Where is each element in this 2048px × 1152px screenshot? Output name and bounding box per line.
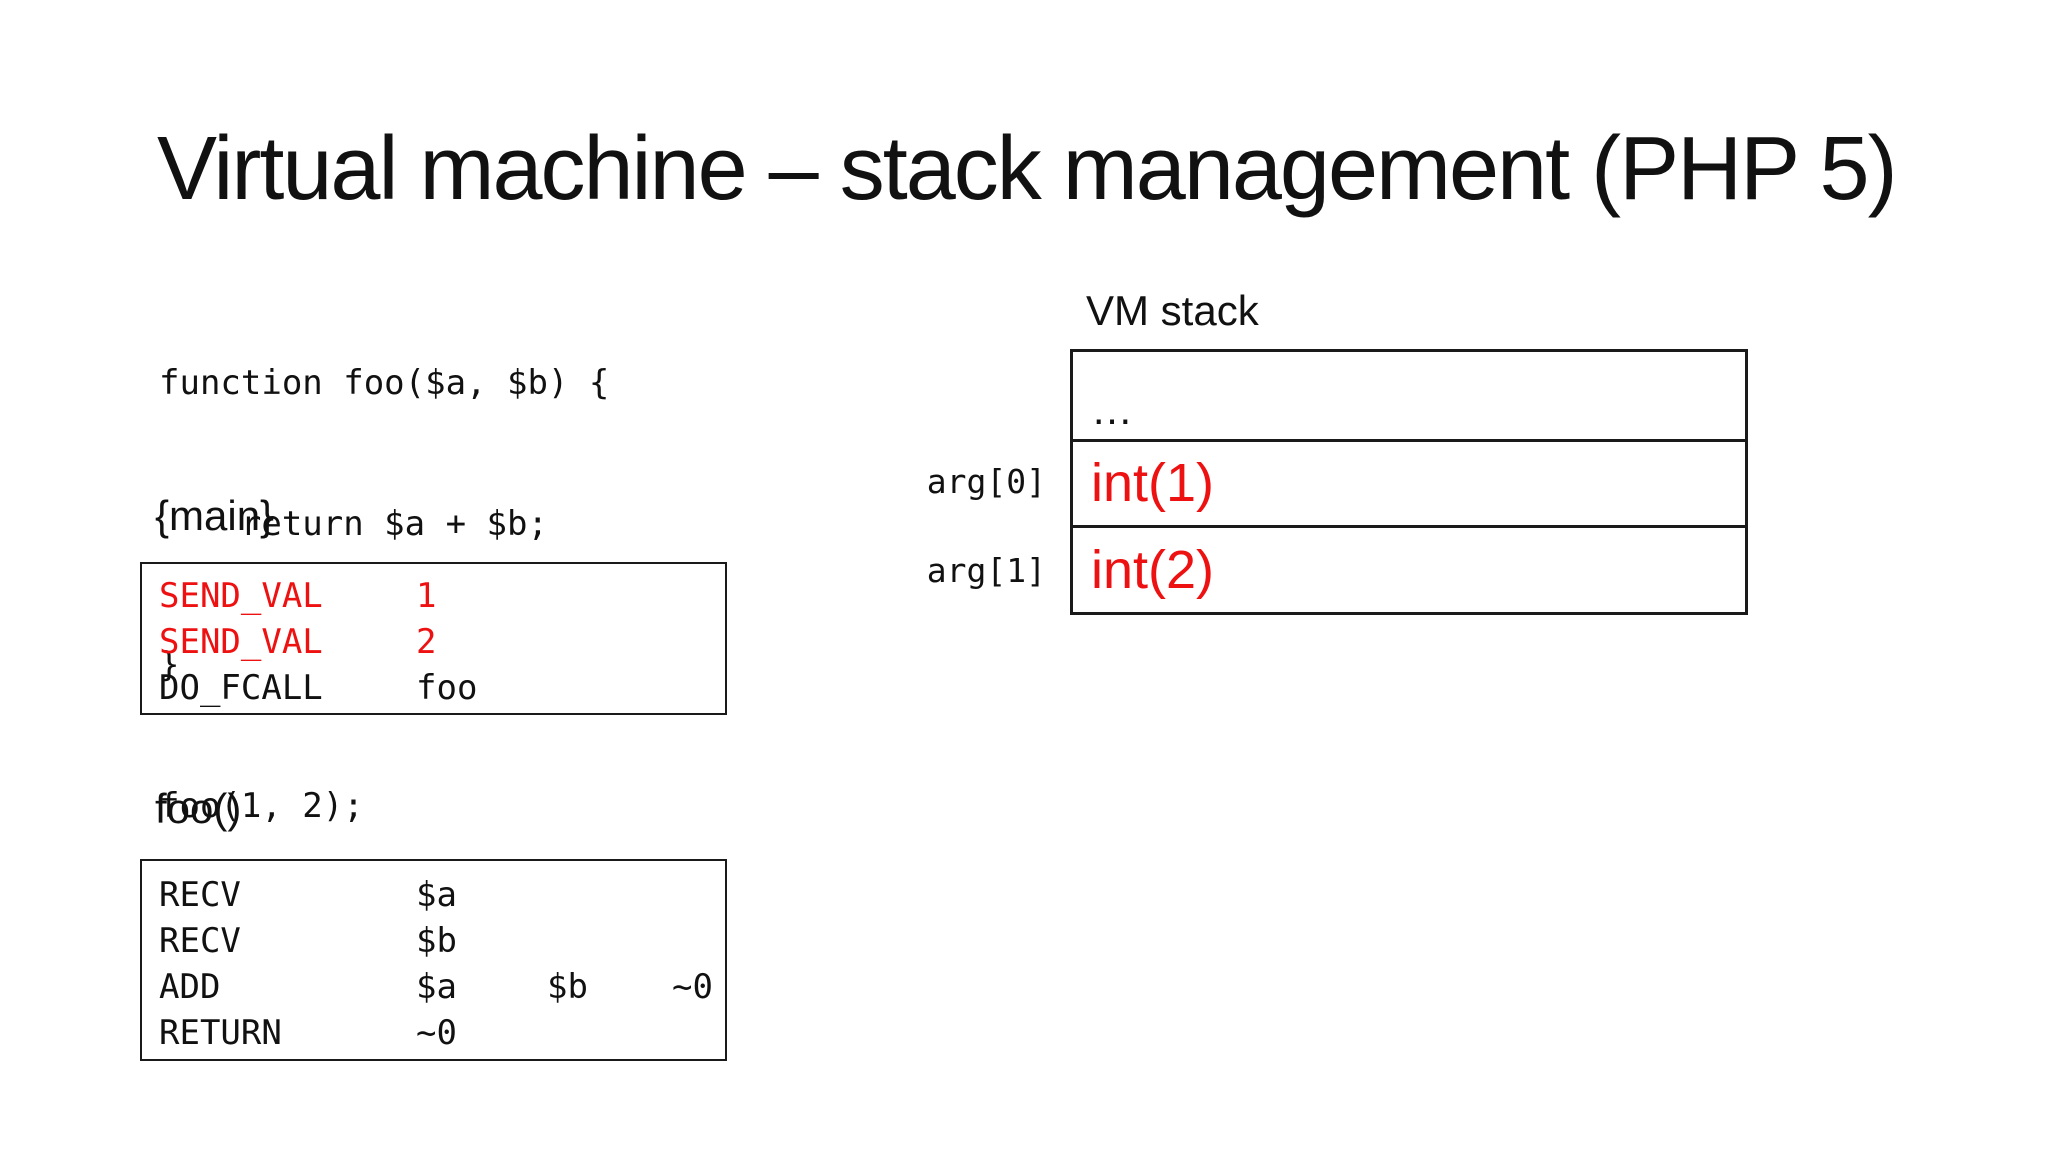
foo-frame-label: foo(): [155, 785, 242, 832]
instruction-row: RECV $b: [142, 918, 725, 964]
opcode: DO_FCALL: [159, 668, 323, 708]
opcode: SEND_VAL: [159, 622, 323, 662]
operand: 2: [416, 622, 437, 662]
instruction-row: DO_FCALL foo: [142, 665, 725, 711]
operand: ~0: [672, 967, 713, 1007]
operand: ~0: [416, 1013, 457, 1053]
vm-stack-row: int(2): [1073, 525, 1745, 612]
code-line: foo(1, 2);: [159, 786, 364, 826]
stack-value: int(1): [1091, 453, 1215, 514]
opcode: SEND_VAL: [159, 576, 323, 616]
stack-value: int(2): [1091, 540, 1215, 601]
opcode: RETURN: [159, 1013, 282, 1053]
instruction-row: ADD $a $b ~0: [142, 964, 725, 1010]
operand: 1: [416, 576, 437, 616]
vm-stack-label: VM stack: [1086, 287, 1259, 334]
instruction-row: SEND_VAL 1: [142, 573, 725, 619]
vm-stack-box: … int(1) int(2): [1070, 349, 1748, 615]
stack-ellipsis: …: [1091, 385, 1133, 433]
instruction-row: SEND_VAL 2: [142, 619, 725, 665]
php-source-code: function foo($a, $b) { return $a + $b; }…: [159, 266, 609, 877]
opcode: RECV: [159, 921, 241, 961]
opcode: RECV: [159, 875, 241, 915]
operand: foo: [416, 668, 478, 708]
main-frame-label: {main}: [155, 492, 275, 539]
instruction-row: RETURN ~0: [142, 1010, 725, 1056]
vm-stack-row: …: [1073, 352, 1745, 439]
code-line: return $a + $b;: [159, 504, 548, 544]
arg1-label: arg[1]: [926, 551, 1046, 590]
opcode: ADD: [159, 967, 221, 1007]
code-line: }: [159, 645, 180, 685]
code-line: function foo($a, $b) {: [159, 363, 610, 403]
vm-stack-row: int(1): [1073, 438, 1745, 526]
operand: $b: [547, 967, 588, 1007]
instruction-row: RECV $a: [142, 872, 725, 918]
foo-opcode-box: RECV $a RECV $b ADD $a $b ~0 RETURN ~0: [140, 859, 727, 1061]
operand: $a: [416, 875, 457, 915]
slide-title: Virtual machine – stack management (PHP …: [157, 119, 1898, 219]
arg0-label: arg[0]: [926, 462, 1046, 501]
operand: $a: [416, 967, 457, 1007]
operand: $b: [416, 921, 457, 961]
main-opcode-box: SEND_VAL 1 SEND_VAL 2 DO_FCALL foo: [140, 562, 727, 715]
